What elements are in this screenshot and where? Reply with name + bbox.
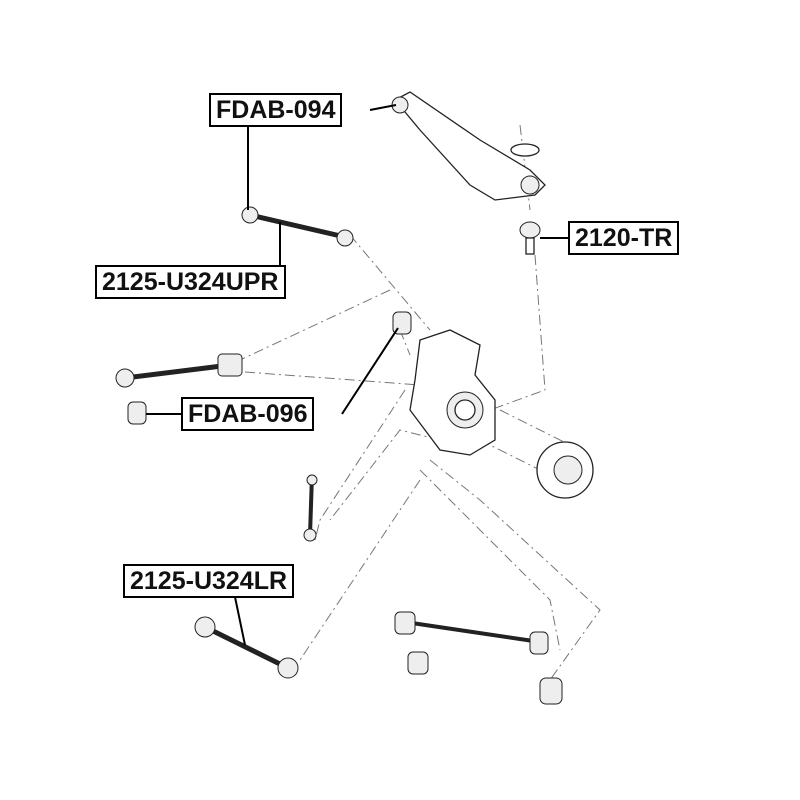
part-label-2120-tr: 2120-TR xyxy=(568,221,680,255)
stabilizer-link xyxy=(303,474,318,542)
wheel-hub xyxy=(536,441,594,499)
ball-joint xyxy=(519,221,541,255)
lower-link xyxy=(194,616,299,679)
part-label-2125-u324lr: 2125-U324LR xyxy=(123,564,295,598)
lateral-link xyxy=(115,353,243,388)
upper-control-arm xyxy=(391,91,546,201)
upper-link xyxy=(241,206,354,247)
part-label-fdab-096: FDAB-096 xyxy=(181,397,315,431)
assembly-lines xyxy=(239,124,601,681)
leader-lines xyxy=(146,104,568,646)
toe-link xyxy=(394,611,563,705)
knuckle xyxy=(409,329,496,456)
part-label-2125-u324upr: 2125-U324UPR xyxy=(95,265,286,299)
part-label-fdab-094: FDAB-094 xyxy=(209,93,343,127)
